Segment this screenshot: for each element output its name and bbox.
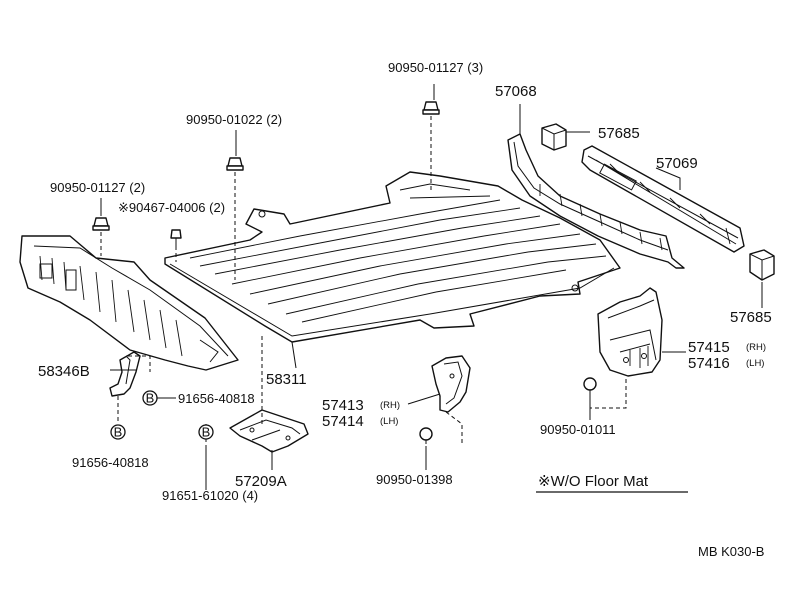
label-58311: 58311 (266, 371, 307, 388)
label-57416: 57416 (688, 355, 730, 372)
label-57413-side: (RH) (380, 400, 400, 411)
label-57415-side: (RH) (746, 342, 766, 353)
b-marker-1: B (142, 390, 158, 406)
nut-90950-01011 (583, 377, 597, 391)
label-91656-40818-b: 91656-40818 (72, 455, 149, 470)
diagram-code: MB K030-B (698, 544, 764, 559)
clip-90467-04006 (170, 229, 182, 246)
b-marker-text: B (202, 425, 211, 440)
label-90950-01398: 90950-01398 (376, 472, 453, 487)
label-57685-bottom: 57685 (730, 309, 772, 326)
left-side-panel (19, 235, 239, 371)
label-57069: 57069 (656, 155, 698, 172)
label-57685-top: 57685 (598, 125, 640, 142)
label-90950-01011: 90950-01011 (540, 422, 616, 437)
label-90467-04006: ※90467-04006 (2) (118, 200, 225, 215)
b-marker-3: B (198, 424, 214, 440)
label-90950-01127-top: 90950-01127 (3) (388, 60, 483, 75)
label-90950-01127-left: 90950-01127 (2) (50, 180, 145, 195)
label-91651-61020: 91651-61020 (4) (162, 488, 258, 503)
clip-90950-01127-top (422, 101, 440, 115)
label-57414-side: (LH) (380, 416, 398, 427)
bracket-57415-57416 (597, 287, 663, 377)
clip-90950-01127-left (92, 217, 110, 231)
bracket-58346B (109, 351, 141, 397)
rail-57069 (581, 145, 745, 253)
label-57209A: 57209A (235, 473, 287, 490)
b-marker-text: B (146, 391, 155, 406)
leader-lines (100, 84, 763, 490)
label-57413: 57413 (322, 397, 364, 414)
note-wo-floor-mat: ※W/O Floor Mat (538, 473, 649, 490)
bracket-57413-57414 (431, 355, 471, 413)
label-57416-side: (LH) (746, 358, 764, 369)
label-57068: 57068 (495, 83, 537, 100)
b-marker-text: B (114, 425, 123, 440)
label-91656-40818-a: 91656-40818 (178, 391, 255, 406)
bracket-57209A (229, 409, 309, 453)
nut-90950-01398 (419, 427, 433, 441)
floor-pan-58311 (164, 171, 621, 343)
rail-57068 (507, 133, 685, 269)
cap-57685-top (541, 123, 567, 151)
b-marker-2: B (110, 424, 126, 440)
label-57414: 57414 (322, 413, 364, 430)
label-90950-01022: 90950-01022 (2) (186, 112, 282, 127)
clip-90950-01022 (226, 157, 244, 171)
label-57415: 57415 (688, 339, 730, 356)
cap-57685-bottom (749, 249, 775, 281)
label-58346B: 58346B (38, 363, 90, 380)
